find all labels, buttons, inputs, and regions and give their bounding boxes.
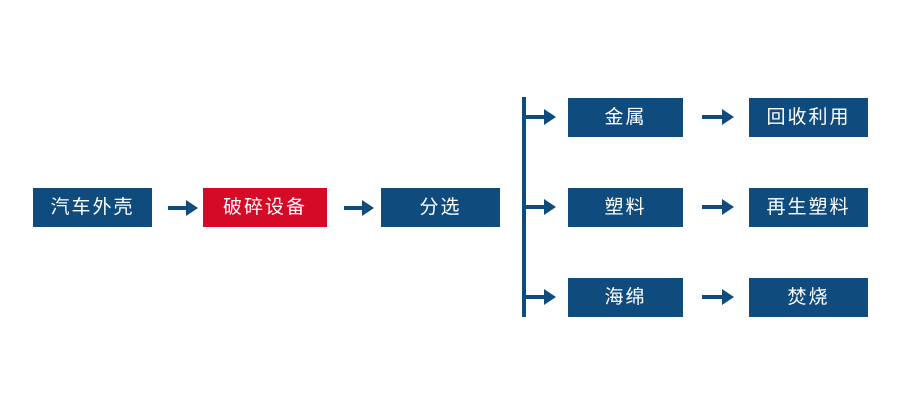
arrow-shaft: [344, 206, 364, 210]
arrow-shaft: [702, 295, 724, 299]
arrow-head: [544, 109, 556, 125]
arrow-shaft: [522, 205, 546, 209]
node-sorting[interactable]: 分选: [381, 188, 500, 227]
arrow-head: [544, 199, 556, 215]
arrow-head: [544, 289, 556, 305]
arrow-plastic-to-regenerated: [702, 194, 734, 220]
arrow-metal-to-recycle: [702, 104, 734, 130]
node-outcome-regenerated-plastic[interactable]: 再生塑料: [749, 188, 868, 227]
arrow-head: [186, 200, 198, 216]
node-material-metal[interactable]: 金属: [568, 98, 683, 137]
arrow-shaft: [702, 205, 724, 209]
arrow-shell-to-crusher: [168, 195, 198, 221]
node-outcome-recycle[interactable]: 回收利用: [749, 98, 868, 137]
arrow-crusher-to-sorting: [344, 195, 374, 221]
arrow-head: [722, 289, 734, 305]
node-crusher[interactable]: 破碎设备: [203, 188, 327, 227]
arrow-shaft: [702, 115, 724, 119]
node-material-plastic[interactable]: 塑料: [568, 188, 683, 227]
arrow-sponge-to-incineration: [702, 284, 734, 310]
arrow-shaft: [522, 115, 546, 119]
arrow-shaft: [522, 295, 546, 299]
node-shell[interactable]: 汽车外壳: [33, 188, 152, 227]
arrow-shaft: [168, 206, 188, 210]
arrow-head: [722, 199, 734, 215]
node-outcome-incineration[interactable]: 焚烧: [749, 278, 868, 317]
arrow-bus-to-metal: [522, 104, 556, 130]
arrow-head: [362, 200, 374, 216]
arrow-head: [722, 109, 734, 125]
arrow-bus-to-sponge: [522, 284, 556, 310]
node-material-sponge[interactable]: 海绵: [568, 278, 683, 317]
arrow-bus-to-plastic: [522, 194, 556, 220]
